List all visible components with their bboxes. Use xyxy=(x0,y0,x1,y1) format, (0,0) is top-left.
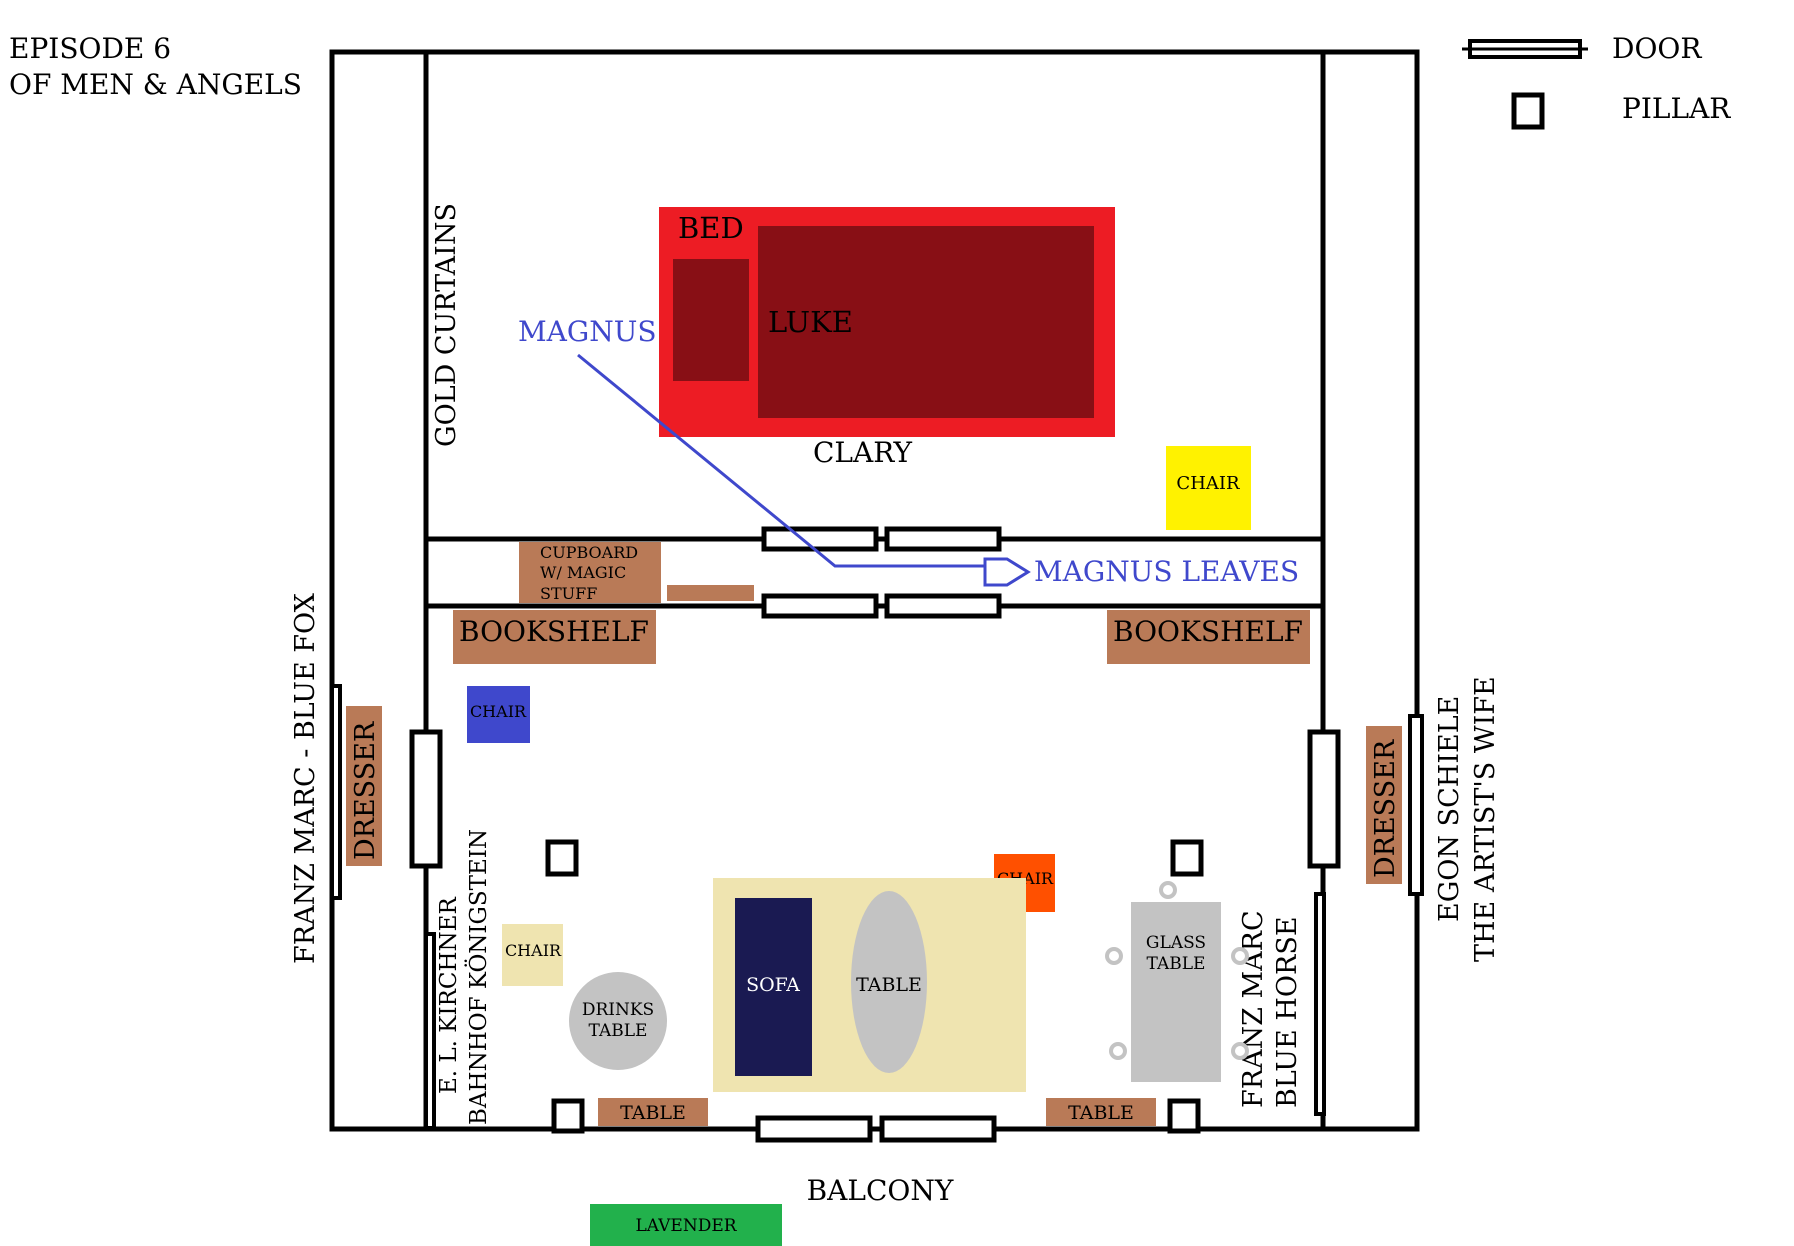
door-balcony-1 xyxy=(755,1115,873,1143)
magnus-leaves-label: MAGNUS LEAVES xyxy=(1034,555,1299,588)
pillar xyxy=(1170,839,1204,877)
painting-kirchner-label-2: BAHNHOF KÖNIGSTEIN xyxy=(465,829,492,1125)
side-table-right xyxy=(1046,1098,1156,1126)
hall-shelf xyxy=(667,585,754,601)
side-table-left-label: TABLE xyxy=(620,1102,686,1124)
drinks-table-label-1: DRINKS xyxy=(582,1000,654,1020)
bookshelf-right-label: BOOKSHELF xyxy=(1113,615,1303,648)
door-living-1 xyxy=(761,593,879,619)
legend-door-label: DOOR xyxy=(1612,32,1702,65)
gold-curtains-label: GOLD CURTAINS xyxy=(431,203,462,447)
outer-wall xyxy=(329,49,1420,1132)
dining-chair xyxy=(1231,947,1249,965)
side-table-right-label: TABLE xyxy=(1068,1102,1134,1124)
painting-blue-horse-label-1: FRANZ MARC xyxy=(1238,910,1269,1108)
title-line1: EPISODE 6 xyxy=(9,32,171,65)
glass-table-chairs xyxy=(1105,881,1249,1060)
pillar xyxy=(1167,1098,1201,1134)
painting-blue-horse-label-2: BLUE HORSE xyxy=(1272,916,1303,1108)
legend-pillar-symbol xyxy=(1511,92,1545,130)
glass-table-label-1: GLASS xyxy=(1146,933,1206,953)
luke-label: LUKE xyxy=(768,305,853,339)
pillar xyxy=(551,1098,585,1134)
bed: BED LUKE xyxy=(659,207,1115,437)
dining-chair xyxy=(1109,1042,1127,1060)
door-bedroom-1 xyxy=(761,526,879,552)
painting-blue-horse xyxy=(1314,892,1326,1116)
doors xyxy=(409,526,1341,1143)
bed-label: BED xyxy=(678,211,744,245)
magnus-label: MAGNUS xyxy=(518,315,657,348)
cupboard xyxy=(519,542,661,603)
coffee-table-label: TABLE xyxy=(856,974,922,996)
painting-kirchner-label-1: E. L. KIRCHNER xyxy=(436,897,462,1094)
chair-cream-label: CHAIR xyxy=(505,941,562,960)
drinks-table xyxy=(569,972,667,1070)
cupboard-label-3: STUFF xyxy=(540,584,597,603)
chair-yellow xyxy=(1166,446,1251,530)
magnus-arrowhead xyxy=(983,557,1031,587)
door-balcony-2 xyxy=(879,1115,997,1143)
bookshelf-left xyxy=(453,610,656,664)
bookshelf-left-label: BOOKSHELF xyxy=(459,615,649,648)
bed-mattress xyxy=(758,226,1094,418)
pillar xyxy=(545,839,579,877)
glass-table-label-2: TABLE xyxy=(1147,954,1206,974)
bookshelf-right xyxy=(1107,610,1310,664)
dresser-right-label: DRESSER xyxy=(1370,739,1401,878)
painting-schiele-label-2: THE ARTIST'S WIFE xyxy=(1470,676,1501,962)
lavender-label: LAVENDER xyxy=(635,1216,737,1236)
title-line2: OF MEN & ANGELS xyxy=(9,68,302,101)
cupboard-label-2: W/ MAGIC xyxy=(540,563,626,582)
dresser-right xyxy=(1366,726,1402,884)
bed-pillow xyxy=(673,259,749,381)
chair-blue xyxy=(467,686,530,743)
chair-cream xyxy=(502,924,563,986)
magnus-path xyxy=(577,353,1031,587)
side-table-left xyxy=(598,1098,708,1126)
lavender xyxy=(590,1204,782,1246)
door-right xyxy=(1307,729,1341,869)
painting-kirchner xyxy=(424,932,436,1130)
legend-pillar-label: PILLAR xyxy=(1622,92,1731,125)
door-bedroom-2 xyxy=(884,526,1002,552)
drinks-table-label-2: TABLE xyxy=(589,1021,648,1041)
painting-blue-fox-label: FRANZ MARC - BLUE FOX xyxy=(290,592,321,964)
glass-table xyxy=(1131,902,1221,1082)
dining-chair xyxy=(1159,881,1177,899)
painting-schiele-label-1: EGON SCHIELE xyxy=(1434,696,1465,922)
legend: DOOR PILLAR xyxy=(1462,32,1731,130)
clary-label: CLARY xyxy=(813,436,912,469)
coffee-table xyxy=(851,891,927,1073)
painting-blue-fox xyxy=(330,684,342,900)
chair-yellow-label: CHAIR xyxy=(1176,473,1240,494)
cupboard-label-1: CUPBOARD xyxy=(540,543,638,562)
chair-blue-label: CHAIR xyxy=(470,702,527,721)
painting-schiele xyxy=(1408,714,1424,896)
dresser-left-label: DRESSER xyxy=(350,721,381,860)
balcony-label: BALCONY xyxy=(807,1174,954,1207)
door-living-2 xyxy=(884,593,1002,619)
door-left xyxy=(409,729,443,869)
dining-chair xyxy=(1105,947,1123,965)
sofa xyxy=(735,898,812,1076)
sofa-label: SOFA xyxy=(746,974,800,996)
magnus-path-line xyxy=(577,353,985,568)
dining-chair xyxy=(1231,1042,1249,1060)
pillars xyxy=(545,839,1204,1134)
paintings xyxy=(330,684,1424,1130)
dresser-left xyxy=(346,706,382,866)
